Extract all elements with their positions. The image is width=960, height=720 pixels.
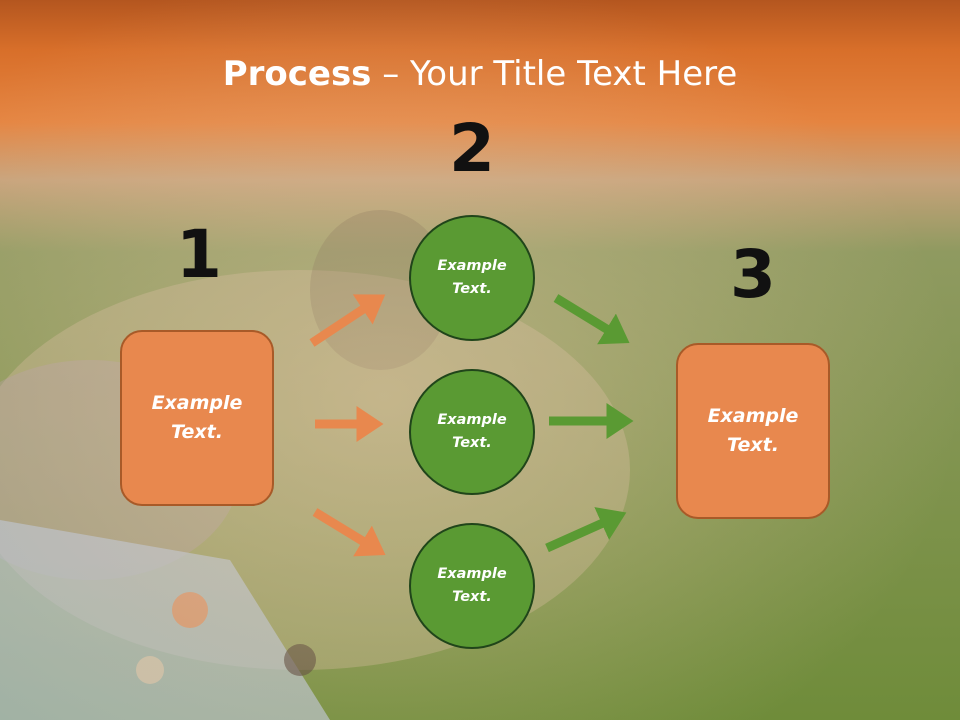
step-circle-middle[interactable]: Example Text. bbox=[409, 369, 535, 495]
step-circle-top[interactable]: Example Text. bbox=[409, 215, 535, 341]
title-bold: Process bbox=[222, 54, 372, 94]
step-box-3[interactable]: Example Text. bbox=[676, 343, 830, 519]
title-rest: – Your Title Text Here bbox=[371, 54, 738, 94]
step-box-1[interactable]: Example Text. bbox=[120, 330, 274, 506]
step-circle-bottom[interactable]: Example Text. bbox=[409, 523, 535, 649]
arrow-orange-up bbox=[309, 294, 386, 347]
circle-middle-line1: Example bbox=[437, 412, 507, 428]
step-number-1: 1 bbox=[176, 216, 222, 293]
step-box-3-line1: Example bbox=[707, 405, 799, 427]
slide-title: Process – Your Title Text Here bbox=[0, 52, 960, 96]
circle-bottom-line1: Example bbox=[437, 566, 507, 582]
circle-top-line2: Text. bbox=[452, 281, 492, 297]
circle-top-line1: Example bbox=[437, 258, 507, 274]
arrow-orange-down bbox=[312, 508, 386, 557]
circle-bottom-line2: Text. bbox=[452, 589, 492, 605]
circle-middle-line2: Text. bbox=[452, 435, 492, 451]
step-number-3: 3 bbox=[730, 236, 776, 313]
step-number-2: 2 bbox=[449, 110, 495, 187]
arrow-green-up bbox=[545, 507, 627, 553]
step-box-1-line2: Text. bbox=[171, 421, 223, 443]
step-box-1-line1: Example bbox=[151, 392, 243, 414]
step-box-3-line2: Text. bbox=[727, 434, 779, 456]
arrow-green-down bbox=[553, 294, 630, 345]
